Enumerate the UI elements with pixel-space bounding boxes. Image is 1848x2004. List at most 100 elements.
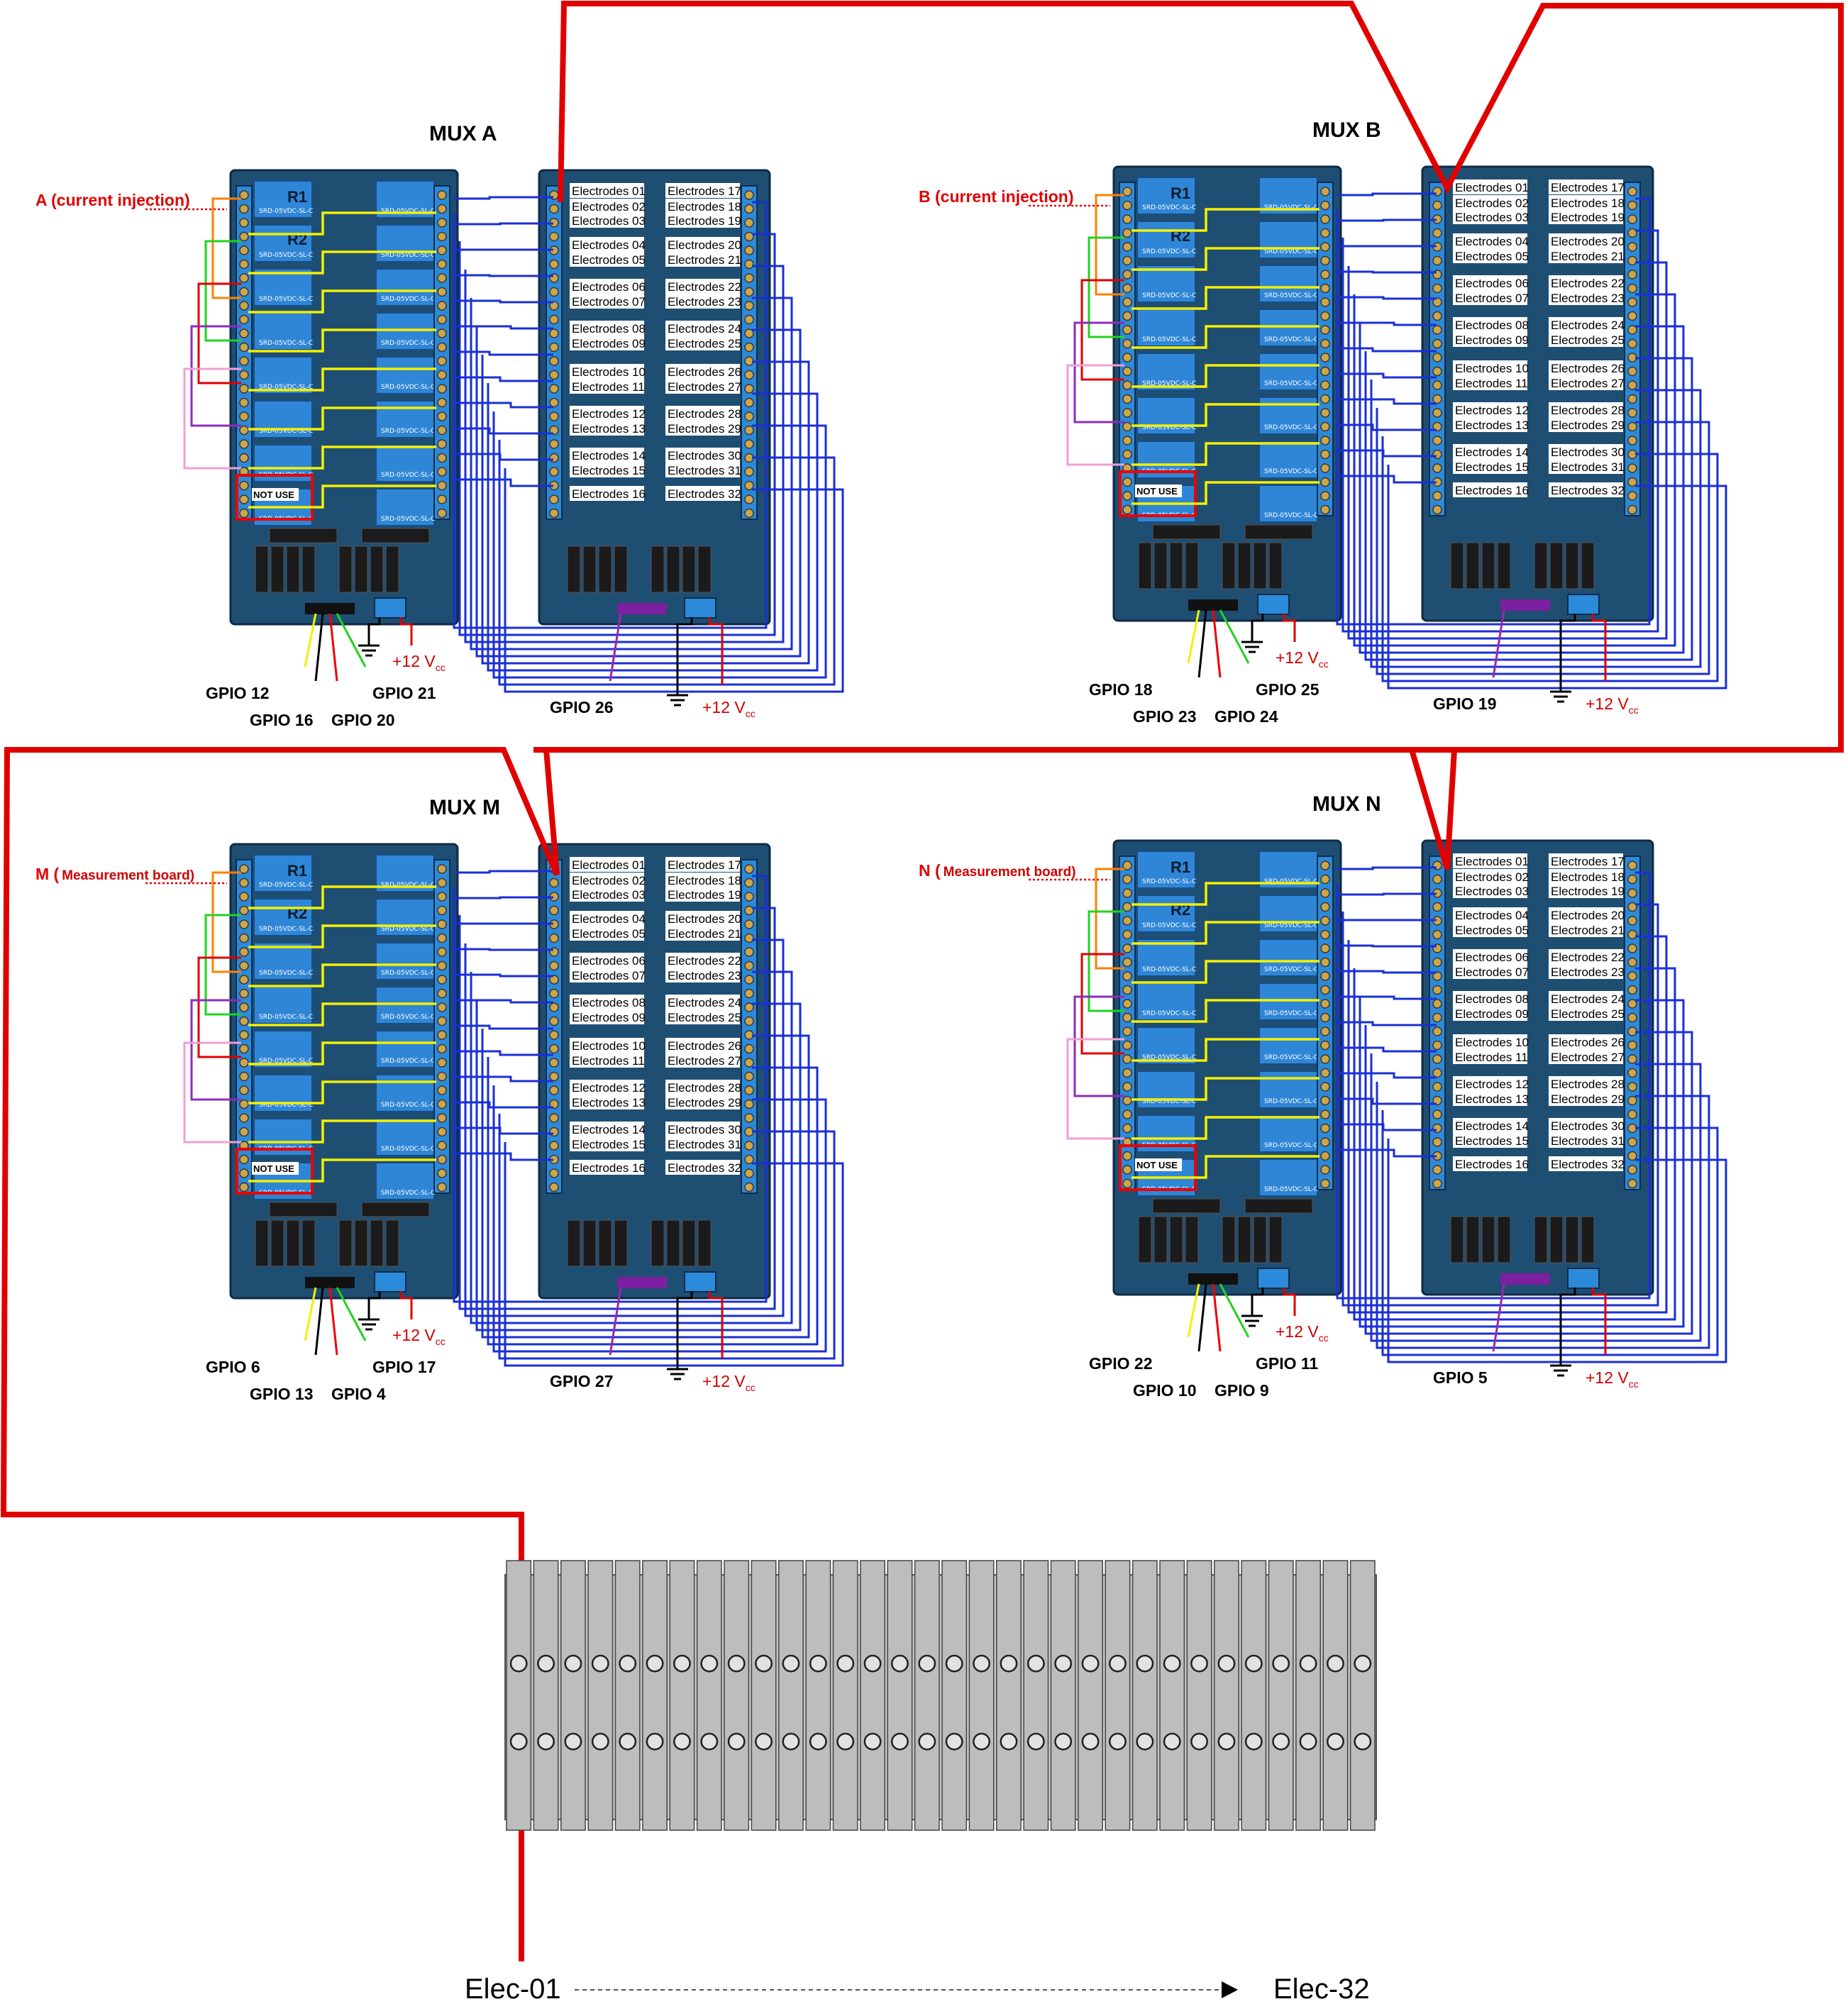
gpio-label: GPIO 11 — [1256, 1354, 1318, 1373]
electrode-label: Electrodes 24 — [1551, 319, 1625, 332]
blue-return-wire — [481, 1029, 810, 1339]
relay — [1258, 939, 1318, 977]
screw-terminal — [239, 1043, 249, 1054]
relay-r1-label: R1 — [1171, 858, 1190, 876]
screw-terminal — [1627, 1178, 1637, 1189]
relay — [253, 400, 313, 438]
electrode-label-bg — [570, 926, 644, 941]
terminal-screw — [782, 1654, 800, 1673]
screw-terminal — [1627, 902, 1637, 912]
driver-chip — [1152, 1198, 1221, 1214]
screw-terminal — [239, 508, 249, 519]
blue-return-wire — [1359, 323, 1685, 654]
terminal-screw — [1244, 1654, 1263, 1673]
electrode-label: Electrodes 03 — [572, 888, 646, 902]
electrode-label: Electrodes 17 — [668, 184, 741, 198]
optocoupler — [614, 546, 628, 593]
screw-terminal — [1320, 366, 1330, 377]
screw-terminal — [1320, 888, 1330, 898]
screw-terminal — [1432, 874, 1442, 885]
gpio-label: GPIO 4 — [331, 1385, 386, 1403]
relay-part-label: SRD-05VDC-SL-C — [1142, 1010, 1196, 1017]
yellow-wire — [248, 885, 436, 909]
electrode-label-bg — [665, 857, 740, 872]
electrode-label-bg — [1453, 853, 1527, 868]
screw-terminal — [1627, 408, 1637, 418]
screw-terminal — [239, 314, 249, 325]
screw-terminal — [437, 356, 447, 366]
optocoupler — [385, 546, 399, 593]
electrode-label: Electrodes 01 — [1455, 181, 1529, 194]
yellow-wire — [1132, 1038, 1319, 1062]
electrode-label-bg — [1453, 1091, 1527, 1106]
screw-terminal — [1320, 504, 1330, 515]
blue-return-wire — [470, 297, 793, 651]
optocoupler — [370, 1219, 384, 1267]
electrode-label-bg — [570, 1053, 644, 1068]
screw-terminal — [1432, 297, 1442, 307]
screw-terminal — [1627, 929, 1637, 940]
vcc-left-label: +12 Vcc — [1276, 648, 1329, 670]
relay-part-label: SRD-05VDC-SL-C — [259, 926, 313, 933]
electrode-label-bg — [1549, 375, 1623, 390]
screw-terminal — [1627, 228, 1637, 238]
relay — [1136, 353, 1196, 391]
gpio-wire — [1219, 609, 1250, 664]
electrode-label-bg — [665, 321, 740, 336]
electrode-label: Electrodes 03 — [572, 214, 646, 228]
relay-part-label: SRD-05VDC-SL-C — [259, 1058, 313, 1065]
optocoupler — [1481, 1216, 1495, 1263]
screw-terminal — [1627, 1165, 1637, 1175]
electrode-label: Electrodes 09 — [572, 337, 646, 350]
screw-terminal — [437, 905, 447, 916]
screw-terminal — [437, 1058, 447, 1068]
screw-terminal — [437, 878, 447, 888]
electrode-label-bg — [1549, 332, 1623, 347]
screw-terminal — [1122, 1151, 1132, 1161]
control-wire — [204, 240, 241, 342]
blue-return-wire — [504, 1142, 844, 1367]
electrode-label-bg — [665, 213, 740, 228]
screw-terminal — [437, 1141, 447, 1151]
screw-terminal — [1627, 311, 1637, 321]
blue-wire — [454, 973, 553, 978]
electrode-label: Electrodes 08 — [1455, 992, 1529, 1006]
control-wire — [1088, 910, 1124, 1012]
screw-terminal — [1320, 491, 1330, 501]
electrode-label: Electrodes 27 — [668, 380, 741, 394]
electrode-label-bg — [570, 279, 644, 294]
screw-terminal — [1627, 366, 1637, 377]
screw-terminal — [549, 453, 559, 463]
electrode-label: Electrodes 28 — [1551, 1078, 1625, 1091]
electrode-label: Electrodes 08 — [1455, 319, 1529, 332]
screw-terminal — [239, 892, 249, 902]
screw-terminal — [437, 947, 447, 957]
gpio-label: GPIO 6 — [206, 1358, 260, 1376]
screw-terminal — [1627, 1151, 1637, 1161]
electrode-label-bg — [1549, 1076, 1623, 1091]
relay — [1258, 221, 1318, 259]
gpio-header — [1188, 1273, 1238, 1285]
screw-terminal — [437, 1113, 447, 1123]
electrode-label: Electrodes 24 — [668, 996, 741, 1009]
screw-terminal — [744, 1099, 754, 1109]
screw-terminal — [1627, 325, 1637, 335]
arrow-head-icon — [1222, 1981, 1238, 1998]
relay-part-label: SRD-05VDC-SL-C — [381, 882, 435, 889]
relay — [1136, 939, 1196, 977]
terminal-slice — [1268, 1560, 1294, 1831]
screw-terminal — [239, 1099, 249, 1109]
mux-side-label-small: Measurement board) — [944, 865, 1076, 880]
screw-terminal — [549, 1113, 559, 1123]
optocoupler — [354, 1219, 368, 1267]
relay-part-label: SRD-05VDC-SL-C — [381, 296, 435, 303]
screw-terminal — [239, 259, 249, 270]
control-wire — [197, 282, 241, 384]
relay — [253, 356, 313, 394]
screw-terminal — [1122, 242, 1132, 252]
screw-terminal — [1432, 228, 1442, 238]
yellow-wire — [1132, 481, 1319, 505]
screw-terminal — [1432, 902, 1442, 912]
screw-terminal — [239, 480, 249, 491]
electrode-label-bg — [1549, 417, 1623, 432]
